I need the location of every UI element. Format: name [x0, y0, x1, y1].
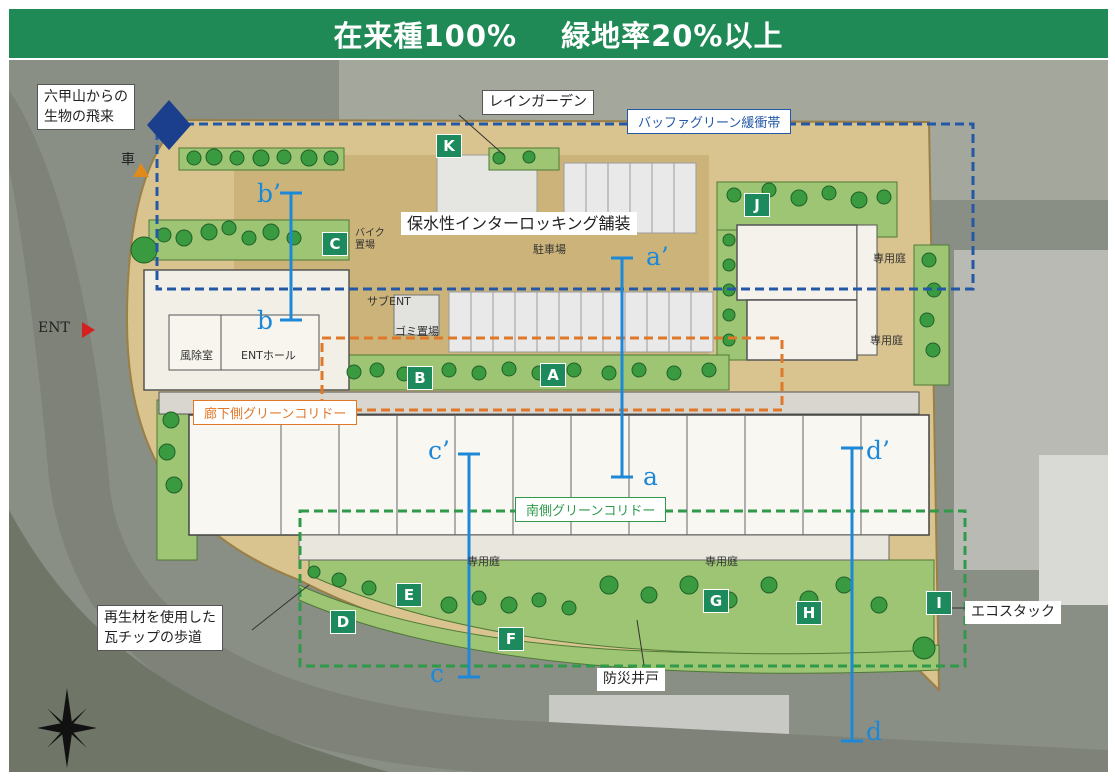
marker-e: E: [396, 583, 422, 607]
private-garden-label-3: 専用庭: [873, 252, 906, 265]
private-garden-label-4: 専用庭: [870, 334, 903, 347]
marker-g: G: [703, 589, 729, 613]
eco-stack-callout: エコスタック: [965, 601, 1061, 624]
leader-lines: [251, 114, 969, 666]
tile-walk-line2: 瓦チップの歩道: [104, 630, 202, 646]
corridor-south-zone: [298, 509, 967, 668]
section-c: c: [430, 659, 445, 688]
flyin-arrow-icon: [147, 100, 191, 150]
parking-stalls-south: [448, 291, 714, 353]
slope-southwest: [9, 510, 389, 772]
sub-ent-label: サブENT: [367, 295, 411, 308]
aerial-map: [9, 60, 1108, 772]
green-bed-south-main: [308, 559, 935, 655]
buffer-zone-label: バッファグリーン緩衝帯: [627, 109, 792, 134]
title-green-ratio: 緑地率20%以上: [561, 18, 784, 53]
rokko-callout-line1: 六甲山からの: [44, 89, 128, 105]
marker-c: C: [322, 232, 348, 256]
marker-h: H: [796, 601, 822, 625]
section-a-prime: a’: [646, 242, 669, 271]
section-lines: [280, 191, 863, 743]
car-label: 車: [121, 152, 135, 168]
title-native-species: 在来種100%: [333, 18, 518, 53]
marker-a: A: [540, 363, 566, 387]
east-wing-lower: [746, 299, 858, 361]
bike-label-line1: バイク: [355, 228, 385, 239]
marker-i: I: [926, 591, 952, 615]
parking-stalls-north: [563, 162, 697, 234]
rokko-flyin-callout: 六甲山からの 生物の飛来: [37, 84, 135, 130]
section-d: d: [866, 717, 883, 746]
compass-icon: [37, 688, 97, 768]
garbage-label: ゴミ置場: [395, 325, 439, 338]
garbage-room: [393, 294, 440, 336]
marker-d: D: [330, 610, 356, 634]
rokko-callout-line2: 生物の飛来: [44, 109, 114, 125]
paving-callout: 保水性インターロッキング舗装: [401, 212, 637, 235]
tile-walk-line1: 再生材を使用した: [104, 610, 216, 626]
section-b-prime: b’: [257, 179, 281, 208]
bike-label: バイク 置場: [355, 228, 385, 252]
rain-garden-callout: レインガーデン: [482, 90, 594, 115]
marker-j: J: [744, 193, 770, 217]
section-c-prime: c’: [428, 436, 450, 465]
private-garden-label-2: 専用庭: [705, 555, 738, 568]
green-bed-south: [298, 584, 940, 674]
well-callout: 防災井戸: [597, 668, 665, 691]
section-a: a: [643, 462, 658, 491]
title-banner: 在来種100% 緑地率20%以上: [9, 9, 1108, 58]
marker-k: K: [436, 134, 462, 158]
ent-hall-label: ENTホール: [241, 349, 296, 362]
parking-label: 駐車場: [533, 243, 566, 256]
marker-f: F: [498, 627, 524, 651]
bike-label-line2: 置場: [355, 240, 375, 251]
marker-b: B: [407, 366, 433, 390]
corridor-south-label: 南側グリーンコリドー: [515, 497, 667, 522]
corridor-north-zone: [320, 336, 784, 412]
private-garden-label-1: 専用庭: [467, 555, 500, 568]
car-arrow-icon: [133, 163, 149, 177]
corridor-north-label: 廊下側グリーンコリドー: [193, 400, 358, 425]
terrace-strip: [298, 534, 890, 561]
ent-label: ENT: [38, 320, 70, 336]
section-b: b: [257, 306, 274, 335]
tile-walk-callout: 再生材を使用した 瓦チップの歩道: [97, 605, 223, 651]
building-east: [1039, 455, 1108, 605]
wind-room-label: 風除室: [180, 349, 213, 362]
buffer-green-zone: [155, 122, 975, 291]
ent-arrow-icon: [82, 322, 95, 338]
ent-hall: [220, 314, 320, 371]
section-d-prime: d’: [866, 436, 890, 465]
